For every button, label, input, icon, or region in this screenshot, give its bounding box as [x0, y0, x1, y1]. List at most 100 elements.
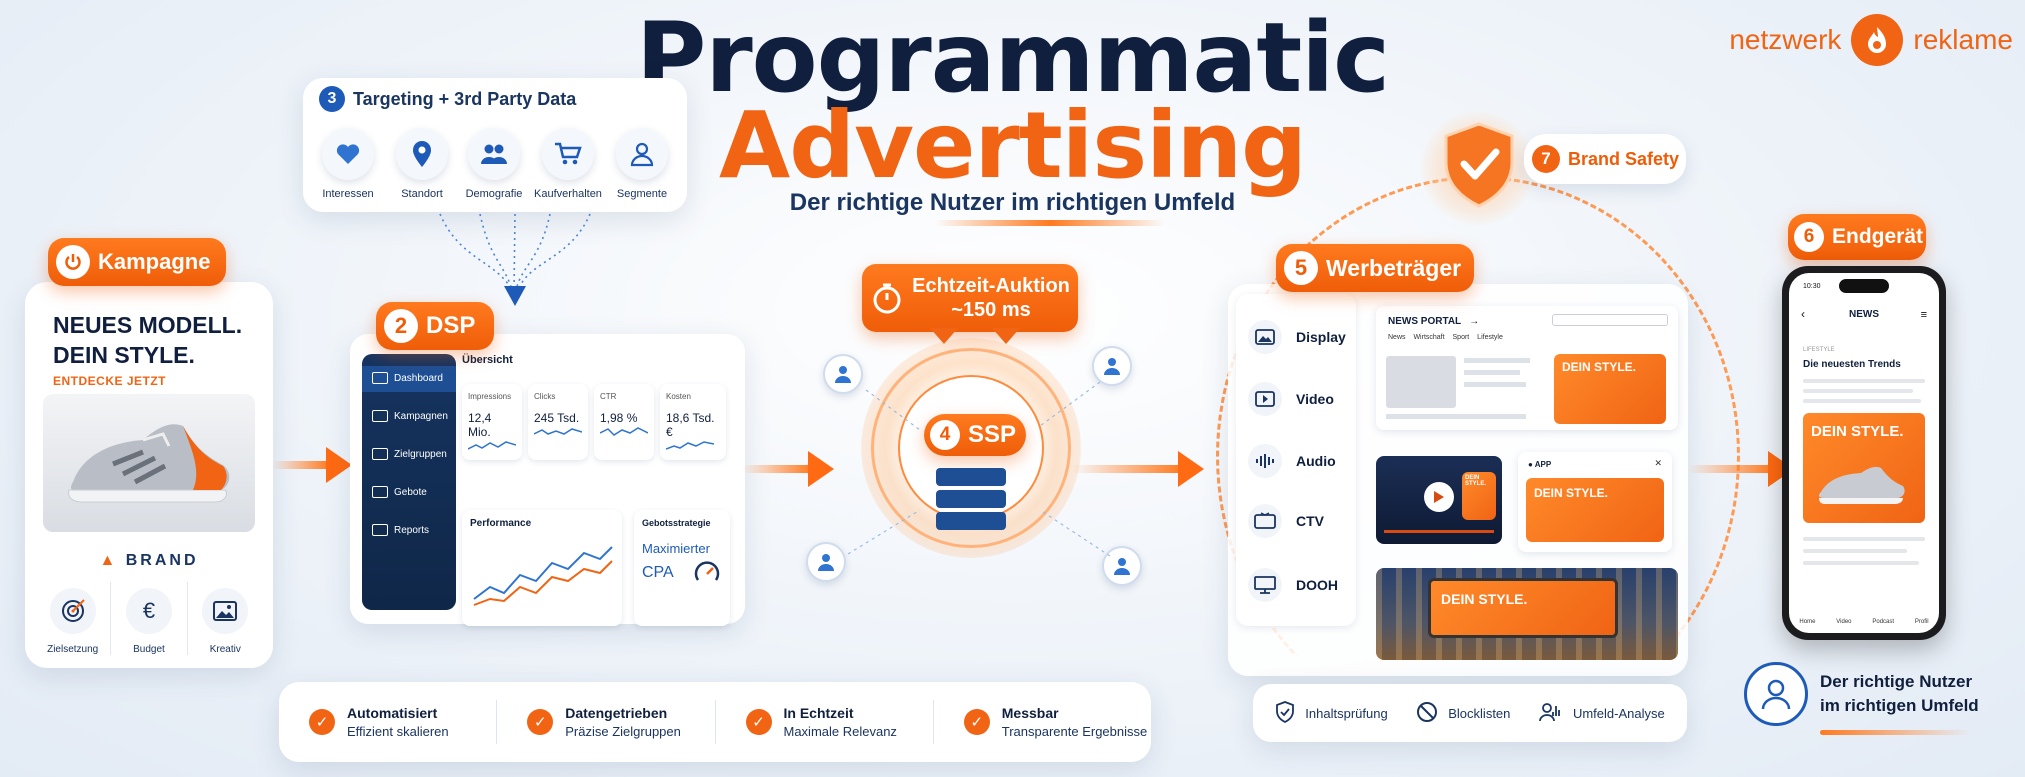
targeting-item-segmente: Segmente	[603, 128, 681, 200]
phone-tab-profil[interactable]: Profil	[1914, 619, 1929, 625]
overview-title: Übersicht	[462, 354, 513, 366]
sneaker-image	[43, 394, 255, 532]
bid-strategy-title: Gebotsstrategie	[642, 518, 711, 528]
logo-text-right: reklame	[1913, 24, 2013, 55]
performance-line-chart	[473, 546, 613, 606]
kpi-value: 245 Tsd.	[534, 411, 580, 425]
safety-check-label: Inhaltsprüfung	[1305, 705, 1388, 721]
text-line	[1464, 382, 1526, 387]
brand-safety-pill: 7 Brand Safety	[1524, 134, 1686, 184]
dsp-nav-dashboard[interactable]: Dashboard	[372, 372, 443, 384]
check-icon: ✓	[745, 709, 772, 735]
channel-audio: Audio	[1248, 444, 1336, 478]
people-analysis-icon	[1539, 702, 1563, 725]
people-icon	[468, 128, 520, 180]
user-icon	[1744, 662, 1808, 726]
news-portal-mockup: NEWS PORTAL → News Wirtschaft Sport Life…	[1376, 306, 1678, 430]
check-icon: ✓	[963, 709, 990, 735]
dsp-nav-reports[interactable]: Reports	[372, 524, 429, 536]
auction-line-2: ~150 ms	[951, 299, 1031, 321]
shield-check-icon	[1444, 122, 1514, 208]
phone-tab-home[interactable]: Home	[1799, 619, 1816, 625]
dsp-nav-label: Gebote	[394, 486, 427, 498]
kpi-ctr: CTR 1,98 %	[594, 384, 654, 460]
monitor-icon	[1248, 568, 1282, 602]
channel-display: Display	[1248, 320, 1346, 354]
sparkline	[533, 428, 583, 435]
news-search-field	[1552, 314, 1668, 326]
step-number: 3	[319, 86, 345, 112]
smartphone: 10:30 ‹ NEWS ≡ LIFESTYLE Die neuesten Tr…	[1782, 266, 1946, 640]
arrow-right-icon	[808, 451, 834, 487]
kpi-label: Kosten	[666, 392, 691, 401]
chart-icon	[372, 372, 388, 384]
campaign-param-budget: € Budget	[111, 582, 188, 655]
euro-icon: €	[125, 588, 172, 634]
campaign-step-label: Kampagne	[98, 249, 211, 274]
endgeraet-step-pill: 6 Endgerät	[1788, 214, 1926, 260]
brand-safety-checks: Inhaltsprüfung Blocklisten Umfeld-Analys…	[1253, 684, 1687, 742]
channel-ctv: CTV	[1248, 504, 1324, 538]
campaign-param-label: Zielsetzung	[47, 644, 99, 655]
logo-text-left: netzwerk	[1729, 24, 1842, 55]
flame-icon	[1851, 14, 1904, 66]
megaphone-icon	[372, 410, 388, 422]
performance-panel: Performance	[462, 510, 622, 626]
ssp-step-pill: 4 SSP	[924, 414, 1026, 456]
auction-text: Echtzeit-Auktion ~150 ms	[912, 274, 1070, 322]
back-chevron-icon: ‹	[1801, 307, 1805, 321]
channel-list: Display Video Audio CTV DOOH	[1236, 294, 1356, 626]
benefit-title: In Echtzeit	[783, 705, 854, 721]
app-ad-text: DEIN STYLE.	[1534, 486, 1609, 500]
performance-title: Performance	[470, 518, 532, 529]
campaign-param-zielsetzung: Zielsetzung	[35, 582, 112, 655]
dsp-nav-kampagnen[interactable]: Kampagnen	[372, 410, 448, 422]
arrow-shaft	[272, 461, 330, 469]
kpi-value: 1,98 %	[600, 411, 638, 425]
video-ad-overlay: DEIN STYLE.	[1462, 472, 1496, 520]
text-line	[1803, 537, 1925, 541]
kpi-impressions: Impressions 12,4 Mio.	[462, 384, 522, 460]
channel-video: Video	[1248, 382, 1334, 416]
channel-label: Display	[1296, 329, 1346, 345]
phone-tab-podcast[interactable]: Podcast	[1872, 619, 1895, 625]
sparkline	[467, 441, 517, 450]
werbetraeger-step-label: Werbeträger	[1326, 254, 1462, 281]
power-icon	[56, 245, 90, 279]
targeting-item-label: Standort	[401, 188, 443, 200]
targeting-item-label: Kaufverhalten	[534, 188, 602, 200]
dooh-billboard-mockup: DEIN STYLE.	[1376, 568, 1678, 660]
phone-ad-banner: DEIN STYLE.	[1803, 413, 1925, 523]
sneaker-image	[1818, 466, 1905, 504]
ssp-outer-ring	[871, 348, 1071, 548]
targeting-label: Targeting + 3rd Party Data	[353, 88, 577, 109]
news-article-image	[1386, 356, 1456, 408]
campaign-param-label: Budget	[133, 644, 165, 655]
step-number: 6	[1794, 222, 1824, 252]
check-icon: ✓	[527, 709, 554, 735]
phone-tab-video[interactable]: Video	[1836, 619, 1852, 625]
safety-check-blocklisten: Blocklisten	[1416, 701, 1510, 726]
news-portal-title-text: NEWS PORTAL	[1388, 316, 1461, 327]
shopping-cart-icon	[542, 128, 594, 180]
dsp-nav-zielgruppen[interactable]: Zielgruppen	[372, 448, 447, 460]
sparkline	[599, 427, 649, 436]
dsp-nav-gebote[interactable]: Gebote	[372, 486, 427, 498]
benefit-title: Automatisiert	[347, 705, 438, 721]
target-icon	[49, 588, 96, 634]
benefit-subtitle: Effizient skalieren	[347, 724, 449, 739]
brand-label: ▲ BRAND	[25, 552, 273, 570]
stopwatch-icon	[873, 283, 901, 314]
targeting-item-standort: Standort	[383, 128, 461, 200]
targeting-flow-lines	[439, 213, 591, 306]
title-line-2: Advertising	[719, 92, 1307, 199]
news-portal-title: NEWS PORTAL →	[1388, 316, 1479, 327]
image-icon	[1248, 320, 1282, 354]
auction-badge: Echtzeit-Auktion ~150 ms	[862, 264, 1078, 332]
campaign-params: Zielsetzung € Budget Kreativ	[35, 582, 263, 655]
ad-inventory-card: Display Video Audio CTV DOOH NEWS PORTAL…	[1228, 284, 1688, 676]
targeting-item-demografie: Demografie	[455, 128, 533, 200]
auction-line-1: Echtzeit-Auktion	[912, 275, 1070, 297]
